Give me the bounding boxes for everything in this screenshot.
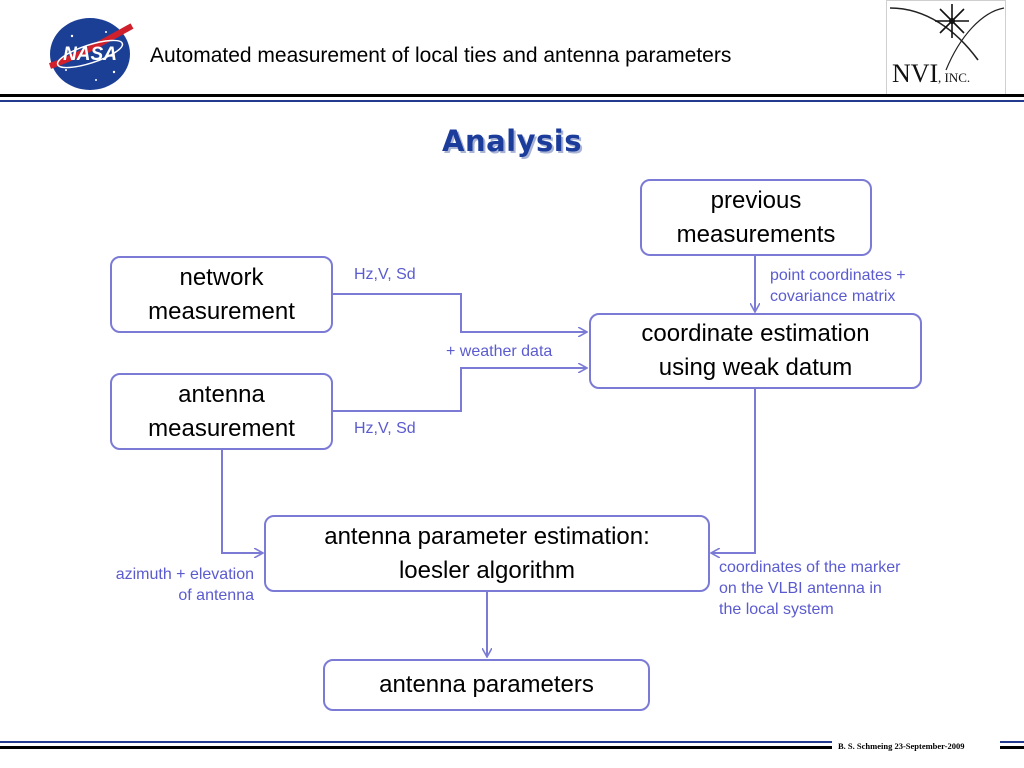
label-weather-data: + weather data bbox=[446, 343, 553, 360]
box-antenna-parameters: antenna parameters bbox=[323, 659, 650, 711]
footer-rule-thick-right bbox=[1000, 746, 1024, 749]
label-azimuth-elevation-line2: of antenna bbox=[178, 587, 254, 604]
box-network-measurement-line1: network bbox=[179, 263, 264, 291]
box-coordinate-estimation: coordinate estimation using weak datum bbox=[589, 313, 922, 389]
label-marker-coordinates-line2: on the VLBI antenna in bbox=[719, 580, 882, 597]
label-hz-top: Hz,V, Sd bbox=[354, 266, 416, 283]
nasa-logo: NASA bbox=[49, 18, 134, 90]
footer-rule-thick bbox=[0, 746, 832, 749]
nasa-logo-text: NASA bbox=[63, 44, 117, 65]
header-title: Automated measurement of local ties and … bbox=[150, 44, 732, 67]
header-rule-thin bbox=[0, 100, 1024, 102]
box-antenna-parameters-label: antenna parameters bbox=[379, 671, 594, 698]
box-antenna-parameter-estimation-line1: antenna parameter estimation: bbox=[324, 522, 650, 550]
label-marker-coordinates: coordinates of the marker on the VLBI an… bbox=[719, 557, 900, 620]
slide-title: Analysis bbox=[442, 124, 582, 158]
label-point-coordinates: point coordinates + covariance matrix bbox=[770, 265, 906, 307]
footer-rule-thin bbox=[0, 741, 832, 743]
arrow-coordinate-to-param-estimation bbox=[712, 389, 756, 553]
box-antenna-measurement-line1: antenna bbox=[178, 380, 265, 408]
box-antenna-parameter-estimation: antenna parameter estimation: loesler al… bbox=[264, 515, 710, 592]
label-hz-bottom: Hz,V, Sd bbox=[354, 420, 416, 437]
label-azimuth-elevation: azimuth + elevation of antenna bbox=[60, 564, 254, 606]
header-rule-thick bbox=[0, 94, 1024, 97]
nvi-logo-suffix: , INC. bbox=[938, 70, 970, 85]
label-point-coordinates-line1: point coordinates + bbox=[770, 267, 906, 284]
label-point-coordinates-line2: covariance matrix bbox=[770, 288, 896, 305]
footer-rule-thin-right bbox=[1000, 741, 1024, 743]
box-network-measurement-line2: measurement bbox=[148, 297, 295, 325]
arrow-antenna-to-coordinate bbox=[333, 368, 586, 412]
box-antenna-parameter-estimation-line2: loesler algorithm bbox=[398, 556, 576, 584]
nvi-logo: NVI , INC. bbox=[886, 0, 1006, 95]
box-coordinate-estimation-line1: coordinate estimation bbox=[641, 320, 870, 347]
footer-text: B. S. Schmeing 23-September-2009 bbox=[838, 741, 965, 751]
box-antenna-measurement-line2: measurement bbox=[148, 414, 295, 442]
label-azimuth-elevation-line1: azimuth + elevation bbox=[115, 566, 254, 583]
arrow-antenna-to-param-estimation bbox=[221, 450, 262, 553]
box-previous-measurements-line2: measurements bbox=[676, 220, 836, 248]
label-marker-coordinates-line1: coordinates of the marker bbox=[719, 559, 901, 576]
nvi-logo-text: NVI bbox=[892, 59, 938, 88]
box-coordinate-estimation-line2: using weak datum bbox=[658, 354, 853, 381]
box-previous-measurements: previous measurements bbox=[640, 179, 872, 256]
arrow-network-to-coordinate bbox=[333, 293, 586, 332]
box-previous-measurements-line1: previous bbox=[710, 186, 802, 214]
box-network-measurement: network measurement bbox=[110, 256, 333, 333]
label-marker-coordinates-line3: the local system bbox=[719, 601, 834, 618]
box-antenna-measurement: antenna measurement bbox=[110, 373, 333, 450]
